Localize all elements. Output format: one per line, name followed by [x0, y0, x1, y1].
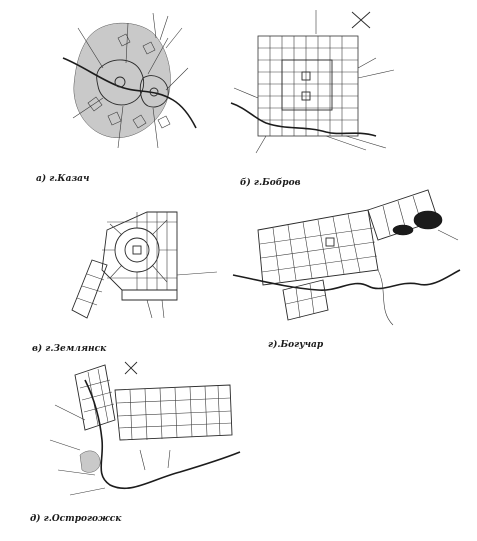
plan-boguchar	[228, 180, 464, 330]
caption-kazach: а) г.Казач	[36, 174, 90, 184]
plan-bobrov-drawing	[230, 10, 395, 154]
caption-zemlyansk: в) г.Землянск	[32, 344, 107, 354]
plan-ostrogozhsk	[40, 360, 250, 508]
plan-ostrogozhsk-drawing	[49, 361, 241, 496]
plan-boguchar-drawing	[232, 189, 461, 326]
plan-kazach-drawing	[62, 12, 197, 149]
plan-kazach	[58, 8, 198, 168]
caption-ostrogozhsk: д) г.Острогожск	[30, 514, 122, 524]
caption-bobrov: б) г.Бобров	[240, 178, 301, 188]
plan-zemlyansk-drawing	[71, 211, 218, 319]
plan-bobrov	[226, 8, 396, 158]
caption-boguchar: г).Богучар	[268, 340, 324, 350]
plan-zemlyansk	[52, 190, 222, 338]
